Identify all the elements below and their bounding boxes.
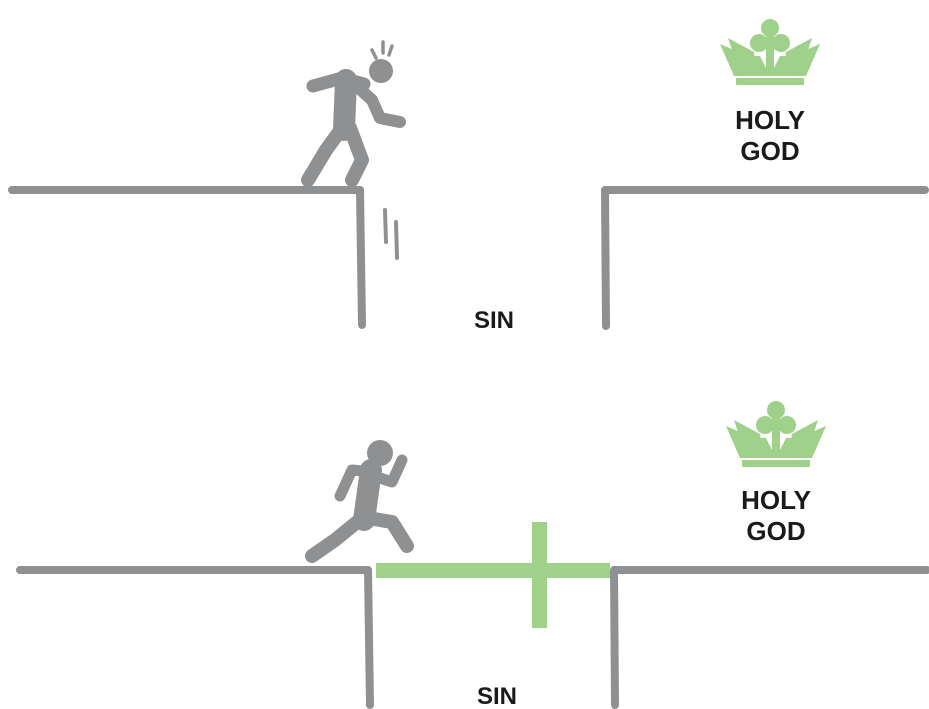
running-person-icon: [312, 440, 407, 556]
top-goal-label-line2: GOD: [740, 136, 799, 166]
cross-icon: [376, 522, 610, 628]
right-cliff: [605, 190, 925, 326]
bottom-panel: SIN HOLY GOD: [20, 401, 927, 709]
bottom-crown-icon: [726, 401, 826, 467]
left-cliff: [20, 570, 370, 705]
top-sin-label: SIN: [474, 307, 514, 334]
bottom-goal-label-line2: GOD: [746, 516, 805, 546]
right-cliff: [614, 570, 927, 705]
left-cliff: [12, 190, 362, 325]
bottom-goal-label-line1: HOLY: [741, 485, 811, 515]
falling-motion-lines: [385, 210, 397, 258]
top-panel: SIN HOLY GOD: [12, 19, 925, 334]
top-goal-label-line1: HOLY: [735, 105, 805, 135]
cross-bridge-beam: [376, 563, 610, 578]
cross-upright: [532, 522, 547, 628]
top-crown-icon: [720, 19, 820, 85]
bottom-sin-label: SIN: [477, 683, 517, 709]
stumbling-person-icon: [308, 42, 400, 180]
